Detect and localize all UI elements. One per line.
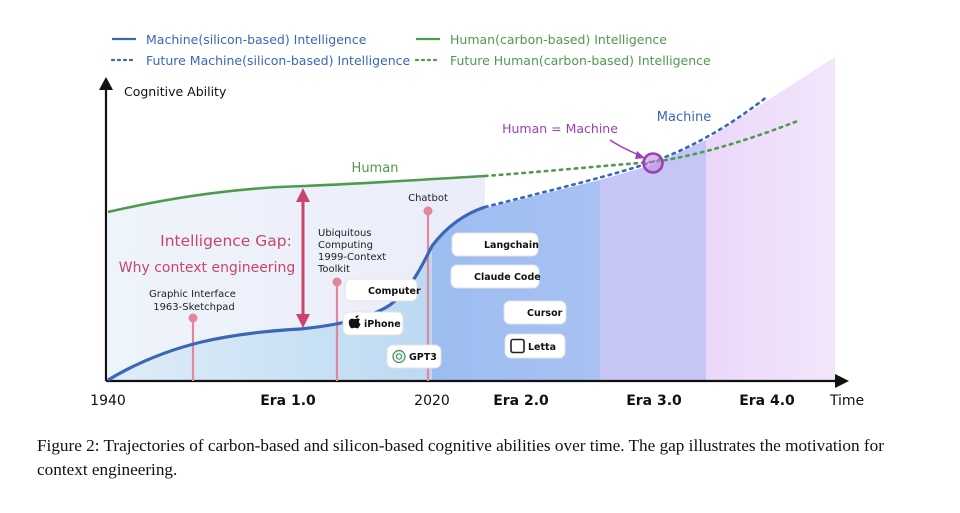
x-tick-1940: 1940 (90, 393, 126, 409)
y-axis-label: Cognitive Ability (124, 84, 227, 99)
tool-badge-computer: Computer (344, 278, 421, 302)
gap-region (108, 176, 485, 380)
tool-badge-gpt3: GPT3 (386, 344, 442, 369)
tool-badge-letta: Letta (504, 333, 566, 359)
gap-arrow-down-icon (296, 314, 310, 328)
tool-label-gpt3: GPT3 (409, 352, 437, 363)
x-tick-era-4: Era 4.0 (739, 393, 795, 409)
cursor-logo-icon (510, 306, 523, 319)
legend-machine-label: Machine(silicon-based) Intelligence (146, 32, 367, 47)
legend-future-human-label: Future Human(carbon-based) Intelligence (450, 53, 711, 68)
x-axis-arrow-icon (835, 374, 849, 388)
tool-label-iphone: iPhone (364, 319, 401, 330)
tool-label-langchain: Langchain (484, 240, 539, 251)
machine-curve-label: Machine (657, 110, 711, 125)
tool-badge-langchain: Langchain (451, 232, 539, 257)
tool-label-cursor: Cursor (527, 308, 563, 319)
y-axis-arrow-icon (99, 77, 113, 90)
legend: Machine(silicon-based) Intelligence Futu… (110, 32, 711, 68)
human-curve (107, 174, 486, 214)
apple-logo-icon (348, 315, 361, 329)
legend-human-label: Human(carbon-based) Intelligence (450, 32, 667, 47)
tool-badge-iphone: iPhone (342, 311, 404, 336)
x-tick-era-3: Era 3.0 (626, 393, 682, 409)
era-4-region (706, 57, 835, 380)
milestone-dot-context-toolkit (332, 277, 342, 287)
letta-logo-icon (510, 338, 525, 354)
x-tick-era-1: Era 1.0 (260, 393, 316, 409)
gap-subtitle: Why context engineering (119, 260, 295, 276)
milestone-label-sketchpad: Graphic Interface 1963-Sketchpad (149, 289, 239, 313)
intersection-marker (642, 152, 664, 174)
tool-badge-claude-code: Claude Code (450, 264, 541, 289)
milestone-dot-sketchpad (188, 313, 198, 323)
langchain-logo-icon (457, 238, 480, 251)
era-3-region (600, 140, 706, 380)
tool-badge-cursor: Cursor (503, 300, 567, 325)
legend-future-machine-label: Future Machine(silicon-based) Intelligen… (146, 53, 410, 68)
gap-title: Intelligence Gap: (160, 232, 292, 250)
milestone-label-chatbot: Chatbot (408, 193, 448, 204)
milestone-label-context-toolkit: Ubiquitous Computing 1999-Context Toolki… (317, 228, 389, 275)
gap-arrow-up-icon (296, 188, 310, 202)
windows-logo-icon (351, 284, 363, 296)
figure-caption: Figure 2: Trajectories of carbon-based a… (37, 436, 884, 479)
era-diagram: Machine(silicon-based) Intelligence Futu… (90, 32, 864, 409)
tool-label-computer: Computer (368, 286, 421, 297)
tool-label-claude-code: Claude Code (474, 272, 541, 283)
intersection-pointer-head-icon (635, 151, 645, 159)
intersection-label: Human = Machine (502, 121, 618, 136)
openai-logo-icon (392, 349, 406, 364)
x-tick-2020: 2020 (414, 393, 450, 409)
intersection-pointer (609, 139, 642, 157)
human-curve-label: Human (352, 161, 399, 176)
x-tick-era-2: Era 2.0 (493, 393, 549, 409)
milestone-dot-chatbot (423, 206, 433, 216)
tool-label-letta: Letta (528, 342, 556, 353)
x-axis-label: Time (829, 393, 864, 409)
claude-logo-icon (457, 270, 470, 283)
